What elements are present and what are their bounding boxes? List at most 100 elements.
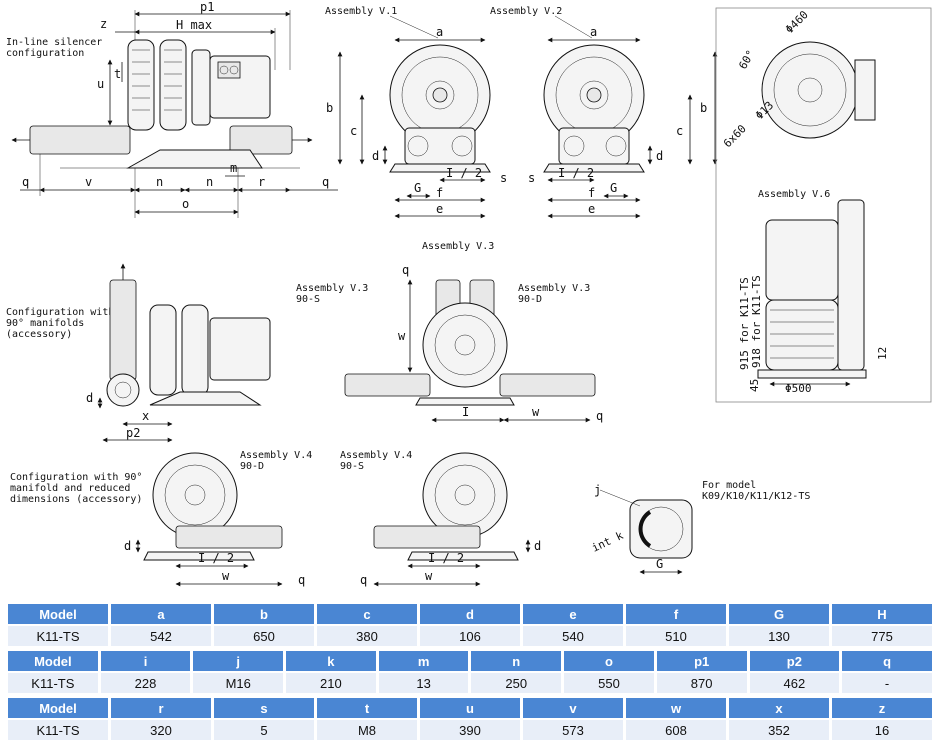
dim-60deg: 60°	[736, 48, 757, 72]
table-cell: 352	[729, 720, 829, 740]
assembly-v4-view: Configuration with 90° manifold and redu…	[10, 450, 541, 587]
caption-reduced-1: Configuration with 90°	[10, 472, 142, 483]
dim-b-v2: b	[700, 101, 707, 115]
dim-p1: p1	[200, 0, 214, 14]
table-header-row: Model i j k m n o p1 p2 q	[8, 651, 932, 671]
caption-manifolds-1: Configuration with 2	[6, 307, 126, 318]
label-assembly-v1: Assembly V.1	[325, 6, 397, 17]
dim-c-v2: c	[676, 124, 683, 138]
dim-G-flange: G	[656, 557, 663, 571]
assembly-v2-view: Assembly V.2 a b c d I / 2 G f e s	[490, 6, 718, 219]
dim-r: r	[258, 175, 265, 189]
technical-drawing: In-line silencer configuration p1 H max …	[6, 0, 932, 587]
dim-w-v3b: w	[532, 405, 540, 419]
dim-hmax: H max	[176, 18, 212, 32]
dim-w-v3: w	[398, 329, 406, 343]
spec-table: Model i j k m n o p1 p2 q K11-TS 228 M16…	[5, 649, 935, 695]
manifolds-view: Configuration with 2 90° manifolds (acce…	[6, 263, 271, 443]
table-header-cell: m	[378, 651, 469, 671]
table-row: K11-TS 228 M16 210 13 250 550 870 462 -	[8, 673, 932, 693]
caption-manifolds-3: (accessory)	[6, 329, 72, 340]
label-assembly-v3d-2: 90-D	[518, 294, 542, 305]
flange-detail-view: For model K09/K10/K11/K12-TS j int k G	[590, 480, 810, 575]
table-header-cell: c	[317, 604, 417, 624]
dim-l2-v4a: I / 2	[198, 551, 234, 565]
table-cell: 380	[317, 626, 417, 646]
dim-45: 45	[748, 379, 761, 392]
table-row: K11-TS 542 650 380 106 540 510 130 775	[8, 626, 932, 646]
table-header-cell: d	[420, 604, 520, 624]
table-cell: 775	[832, 626, 932, 646]
top-flange-view: Φ460 60° Φ13 6x60 Assembly V.6 915 for K…	[715, 7, 932, 403]
spec-table: Model a b c d e f G H K11-TS 542 650 380…	[5, 602, 935, 648]
dim-b-v1: b	[326, 101, 333, 115]
table-header-cell: q	[842, 651, 932, 671]
table-cell: 130	[729, 626, 829, 646]
dim-G-v2: G	[610, 181, 617, 195]
assembly-v1-view: Assembly V.1 a b c d G I / 2 f e s	[325, 6, 507, 219]
table-cell: 228	[100, 673, 191, 693]
dim-phi460: Φ460	[783, 8, 811, 36]
label-assembly-v3s-2: 90-S	[296, 294, 320, 305]
dim-q-v3b: q	[596, 409, 603, 423]
table-header-cell: f	[626, 604, 726, 624]
dim-918: 918 for K11-TS	[750, 275, 763, 368]
table-cell: 13	[378, 673, 469, 693]
table-cell: K11-TS	[8, 720, 108, 740]
table-header-cell: s	[214, 698, 314, 718]
table-cell: 608	[626, 720, 726, 740]
dim-n-2: n	[206, 175, 213, 189]
spec-table-1: Model a b c d e f G H K11-TS 542 650 380…	[5, 602, 935, 648]
table-header-cell: r	[111, 698, 211, 718]
caption-inline-2: configuration	[6, 48, 84, 59]
dim-d-v4b: d	[534, 539, 541, 553]
label-assembly-v3d-1: Assembly V.3	[518, 283, 590, 294]
table-header-cell: H	[832, 604, 932, 624]
dim-l2-v2: I / 2	[558, 166, 594, 180]
table-cell: 542	[111, 626, 211, 646]
table-cell: 106	[420, 626, 520, 646]
table-cell: -	[842, 673, 932, 693]
dim-t: t	[114, 67, 121, 81]
spec-table-3: Model r s t u v w x z K11-TS 320 5 M8 39…	[5, 696, 935, 742]
table-header-cell: i	[100, 651, 191, 671]
blower-stages	[127, 39, 271, 131]
table-row: K11-TS 320 5 M8 390 573 608 352 16	[8, 720, 932, 740]
dim-s-v1: s	[500, 171, 507, 185]
label-assembly-v4d-2: 90-D	[240, 461, 264, 472]
label-assembly-v3s-1: Assembly V.3	[296, 283, 368, 294]
table-cell: 390	[420, 720, 520, 740]
dim-l2-v4b: I / 2	[428, 551, 464, 565]
dim-f-v1: f	[436, 186, 443, 200]
table-header-cell: w	[626, 698, 726, 718]
spec-tables: Model a b c d e f G H K11-TS 542 650 380…	[5, 602, 935, 743]
table-cell: K11-TS	[8, 673, 98, 693]
dim-u: u	[97, 77, 104, 91]
table-cell: M16	[193, 673, 284, 693]
label-assembly-v4s-1: Assembly V.4	[340, 450, 412, 461]
table-header-cell: Model	[8, 698, 108, 718]
table-cell: 870	[656, 673, 747, 693]
dim-m: m	[230, 161, 237, 175]
dim-e-v2: e	[588, 202, 595, 216]
table-cell: 250	[471, 673, 562, 693]
table-cell: M8	[317, 720, 417, 740]
table-header-cell: z	[832, 698, 932, 718]
dim-phi500: Φ500	[785, 382, 812, 395]
table-header-cell: Model	[8, 651, 98, 671]
dim-a-v1: a	[436, 25, 443, 39]
table-header-cell: Model	[8, 604, 108, 624]
inline-silencer-view: In-line silencer configuration p1 H max …	[6, 0, 338, 218]
table-cell: 650	[214, 626, 314, 646]
table-header-cell: o	[564, 651, 654, 671]
dim-q-left: q	[22, 175, 29, 189]
dim-d-v2: d	[656, 149, 663, 163]
dim-q-v3: q	[402, 263, 409, 277]
dim-z: z	[100, 17, 107, 31]
table-header-cell: G	[729, 604, 829, 624]
dim-o: o	[182, 197, 189, 211]
spec-table: Model r s t u v w x z K11-TS 320 5 M8 39…	[5, 696, 935, 742]
table-header-cell: n	[471, 651, 562, 671]
table-header-cell: t	[317, 698, 417, 718]
table-cell: 462	[749, 673, 840, 693]
